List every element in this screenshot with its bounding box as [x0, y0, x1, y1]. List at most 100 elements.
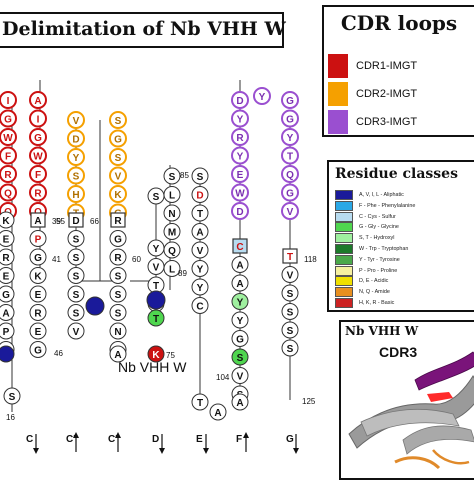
residue-circle	[147, 345, 165, 363]
residue-class-swatch	[335, 211, 353, 222]
residue-class-swatch	[335, 254, 353, 265]
residue-circle	[191, 278, 209, 296]
residue-letter: S	[73, 172, 80, 183]
residue-node: G	[281, 109, 299, 128]
residue-letter: V	[73, 327, 80, 338]
structure-panel: Nb VHH W CDR3	[339, 320, 474, 480]
position-number: 16	[6, 413, 15, 422]
residue-circle	[0, 183, 17, 202]
residue-node: S	[281, 303, 299, 320]
residue-circle	[209, 403, 227, 421]
residue-circle	[3, 387, 21, 405]
residue-class-item: D, E - Acidic	[335, 276, 388, 287]
residue-letter: V	[287, 207, 294, 218]
residue-node: R	[110, 212, 126, 228]
position-number: 118	[304, 255, 317, 264]
residue-circle	[109, 148, 127, 166]
strand-arrowhead	[203, 448, 209, 454]
residue-square	[232, 238, 248, 254]
residue-class-item: N, Q - Amide	[335, 287, 390, 298]
residue-node: S	[163, 167, 181, 185]
residue-circle	[231, 165, 249, 183]
residue-square	[110, 212, 126, 228]
residue-class-label: H, K, R - Basic	[359, 300, 395, 306]
residue-class-item: Y - Tyr - Tyrosine	[335, 254, 400, 265]
residue-letter: Q	[4, 189, 12, 200]
residue-node: Y	[281, 128, 299, 146]
residue-circle	[281, 339, 299, 357]
residue-node: V	[231, 367, 249, 384]
residue-circle	[67, 285, 85, 303]
residue-letter: K	[152, 350, 160, 361]
residue-node: S	[67, 304, 85, 321]
residue-node: V	[281, 202, 299, 220]
residue-node: R	[29, 183, 47, 202]
residue-letter: A	[2, 309, 9, 320]
residue-letter: E	[35, 327, 42, 338]
residue-circle	[109, 267, 127, 284]
residue-circle	[231, 256, 249, 273]
residue-node: A	[231, 256, 249, 273]
residue-class-label: S, T - Hydroxyl	[359, 235, 395, 242]
residue-letter: R	[114, 253, 122, 264]
residue-letter: Y	[237, 115, 244, 126]
residue-class-item: H, K, R - Basic	[335, 298, 394, 308]
residue-letter: P	[3, 327, 10, 338]
residue-circle	[29, 128, 47, 146]
residue-node: E	[0, 267, 15, 284]
residue-letter: Y	[197, 265, 204, 276]
residue-letter: Q	[286, 170, 294, 181]
residue-circle	[85, 296, 105, 316]
strand-label: C	[26, 434, 33, 445]
residue-node: S	[109, 304, 127, 321]
residue-letter: A	[236, 261, 243, 272]
residue-node: Y	[231, 109, 249, 128]
residue-class-label: W - Trp - Tryptophan	[359, 246, 409, 252]
residue-node: R	[109, 248, 127, 266]
residue-letter: S	[287, 326, 294, 337]
residue-letter: V	[287, 271, 294, 282]
residue-circle	[253, 87, 271, 105]
position-number: 75	[166, 351, 175, 360]
residue-class-label: N, Q - Amide	[359, 289, 390, 296]
residue-class-swatch	[335, 200, 353, 211]
residue-node: R	[231, 128, 249, 146]
residue-circle	[191, 167, 209, 185]
residue-letter: S	[287, 308, 294, 319]
residue-circle	[191, 186, 209, 203]
residue-node: P	[29, 230, 47, 247]
residue-circle	[281, 284, 299, 302]
residue-letter: T	[197, 209, 203, 220]
residue-class-item: G - Gly - Glycine	[335, 222, 399, 233]
residue-circle	[29, 183, 47, 202]
residue-node: A	[0, 304, 15, 321]
residue-letter: S	[153, 192, 160, 203]
diagram-title: Delimitation of Nb VHH W	[2, 18, 286, 40]
residue-node: K	[147, 345, 165, 363]
residue-circle	[67, 267, 85, 284]
residue-node: S	[191, 167, 209, 185]
residue-circle	[0, 146, 17, 165]
residue-circle	[146, 290, 166, 310]
residue-node: Y	[231, 293, 249, 310]
cdr-legend-item: CDR2-IMGT	[328, 81, 417, 107]
cdr-legend: CDR loops CDR1-IMGT CDR2-IMGT CDR3-IMGT	[322, 5, 474, 137]
cdr2-swatch	[328, 82, 348, 106]
residue-circle	[67, 148, 85, 166]
residue-circle	[231, 128, 249, 146]
title-box: Delimitation of Nb VHH W	[0, 12, 286, 48]
residue-node: R	[0, 165, 17, 183]
residue-letter: G	[286, 115, 294, 126]
residue-letter: G	[34, 253, 42, 264]
structure-title: Nb VHH W	[345, 324, 419, 338]
residue-class-swatch	[335, 244, 353, 254]
residue-class-swatch	[335, 276, 353, 287]
residue-letter: W	[33, 152, 43, 163]
residue-node: Y	[231, 146, 249, 165]
residue-node: C	[191, 297, 209, 314]
residue-node: Y	[231, 311, 249, 329]
residue-letter: T	[153, 281, 159, 292]
residue-node: S	[3, 387, 21, 405]
strand-arrowhead	[73, 432, 79, 438]
